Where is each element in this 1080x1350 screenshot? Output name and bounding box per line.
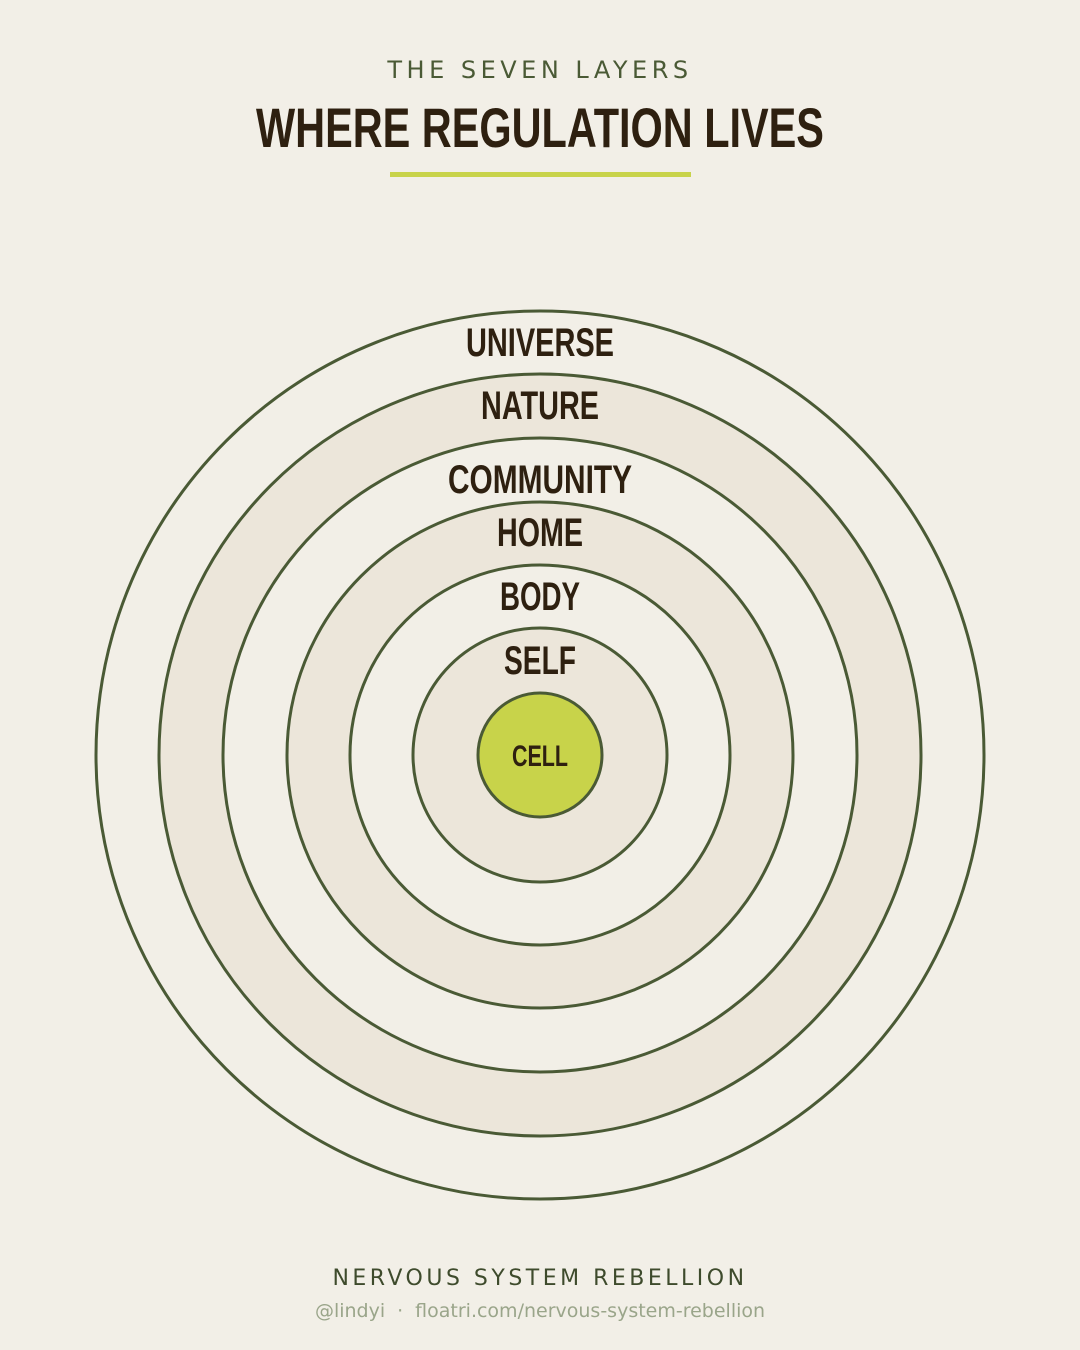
label-self: SELF [504,639,576,683]
label-community: COMMUNITY [448,458,632,502]
footer-brand: NERVOUS SYSTEM REBELLION [332,1266,748,1291]
footer-handle[interactable]: @lindyi [314,1300,386,1322]
label-nature: NATURE [481,384,599,428]
footer-separator: · [397,1300,404,1322]
page-title: WHERE REGULATION LIVES [256,96,824,159]
label-home: HOME [497,511,583,555]
footer-links: @lindyi · floatri.com/nervous-system-rebel… [0,1300,1080,1322]
core-cell [476,691,604,819]
label-universe: UNIVERSE [466,321,614,365]
eyebrow-heading: THE SEVEN LAYERS [387,56,693,84]
label-body: BODY [500,575,580,619]
footer-url[interactable]: floatri.com/nervous-system-rebellion [415,1300,766,1322]
label-cell: CELL [512,740,568,773]
title-underline [390,172,691,177]
